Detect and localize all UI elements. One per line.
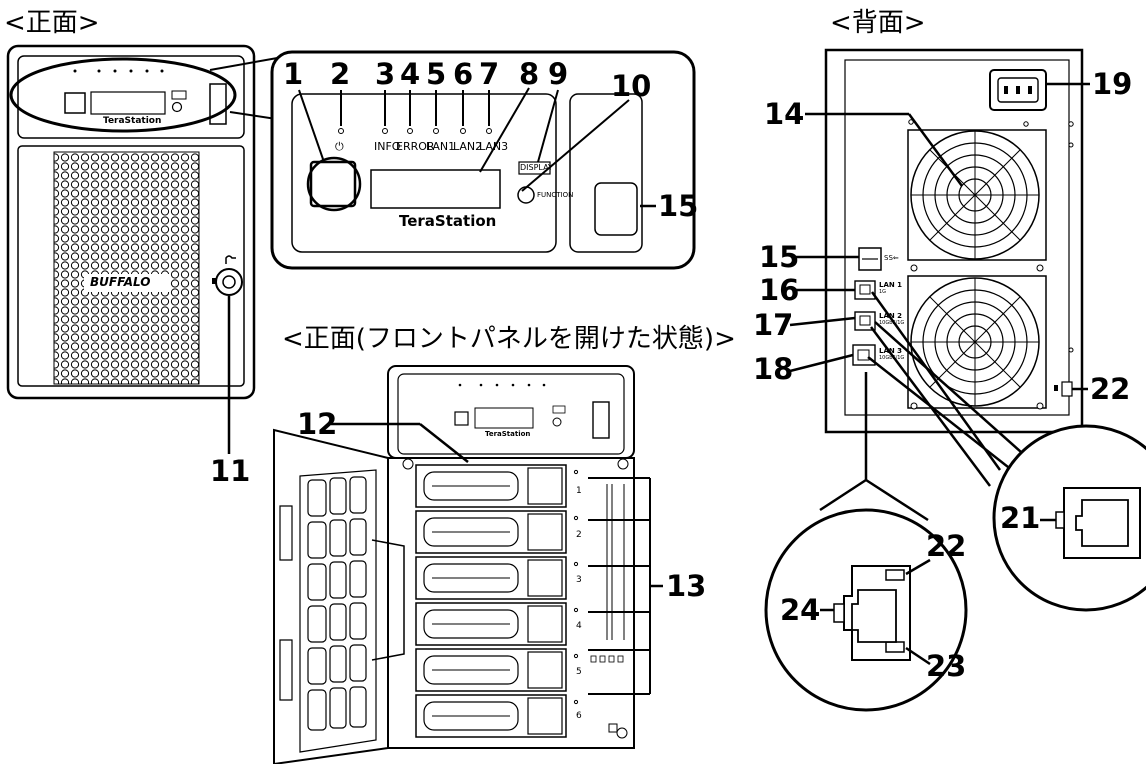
zoom-circle-port-leds <box>764 508 968 712</box>
callout-13: 13 <box>666 569 707 603</box>
callout-19: 19 <box>1092 67 1133 101</box>
callout-22-zoom: 22 <box>926 529 967 563</box>
led-label-lan1: LAN1 <box>426 140 456 153</box>
callout-9: 9 <box>548 57 569 91</box>
zoom-circle-lan-port <box>992 424 1146 612</box>
lan2-sub-label: 10GbE/1G <box>879 320 905 326</box>
callout-21: 21 <box>1000 501 1041 535</box>
lan3-sub-label: 10GbE/1G <box>879 355 905 361</box>
callout-3: 3 <box>375 57 396 91</box>
callout-2: 2 <box>330 57 351 91</box>
display-button-label: DISPLAY <box>520 163 553 172</box>
callout-7: 7 <box>479 57 500 91</box>
callout-23: 23 <box>926 649 967 683</box>
led-label-info: INFO <box>374 140 401 153</box>
heading-front-open: <正面(フロントパネルを開けた状態)> <box>282 324 736 354</box>
zoom-panel <box>270 50 696 270</box>
bay-number-4: 4 <box>576 621 582 631</box>
bay-number-1: 1 <box>576 486 582 496</box>
front-led-row <box>73 69 164 73</box>
lan2-label: LAN 2 <box>879 312 903 320</box>
lan1-label: LAN 1 <box>879 281 903 289</box>
front-brand-label: TeraStation <box>103 116 162 126</box>
power-symbol: ⏻ <box>335 140 344 153</box>
callout-14: 14 <box>764 97 805 131</box>
callout-10: 10 <box>611 69 652 103</box>
callout-18: 18 <box>753 352 794 386</box>
led-label-error: ERROR <box>396 140 435 153</box>
callout-17: 17 <box>753 308 794 342</box>
heading-front: <正面> <box>4 8 100 38</box>
lan1-sub-label: 1G <box>879 289 887 295</box>
bay-number-6: 6 <box>576 711 582 721</box>
led-label-lan3: LAN3 <box>479 140 509 153</box>
bay-number-2: 2 <box>576 530 582 540</box>
rear-unit <box>789 48 1090 522</box>
rear-fan-lower <box>907 275 1047 409</box>
front-unit <box>6 44 284 454</box>
callout-22-rear: 22 <box>1090 372 1131 406</box>
callout-5: 5 <box>426 57 447 91</box>
zoom-brand-label: TeraStation <box>399 212 497 230</box>
callout-1: 1 <box>283 57 304 91</box>
usb-port-label: SS⇐ <box>884 254 899 262</box>
callout-16: 16 <box>759 273 800 307</box>
door-grille <box>307 476 367 731</box>
callout-6: 6 <box>453 57 474 91</box>
callout-15-rear: 15 <box>759 240 800 274</box>
function-button-label: FUNCTION <box>537 191 574 199</box>
bay-number-3: 3 <box>576 575 582 585</box>
heading-back: <背面> <box>830 8 926 38</box>
led-label-lan2: LAN2 <box>453 140 483 153</box>
callout-4: 4 <box>400 57 421 91</box>
callout-24: 24 <box>780 593 821 627</box>
open-brand-label: TeraStation <box>485 430 531 438</box>
front-logo: BUFFALO <box>90 275 151 289</box>
callout-8: 8 <box>519 57 540 91</box>
callout-11: 11 <box>210 454 251 488</box>
lan3-label: LAN 3 <box>879 347 903 355</box>
bay-number-5: 5 <box>576 667 582 677</box>
callout-12: 12 <box>297 407 338 441</box>
callout-15-front: 15 <box>658 189 699 223</box>
drive-bays <box>415 464 579 738</box>
open-unit <box>273 365 663 764</box>
rear-fan-upper <box>907 129 1047 261</box>
